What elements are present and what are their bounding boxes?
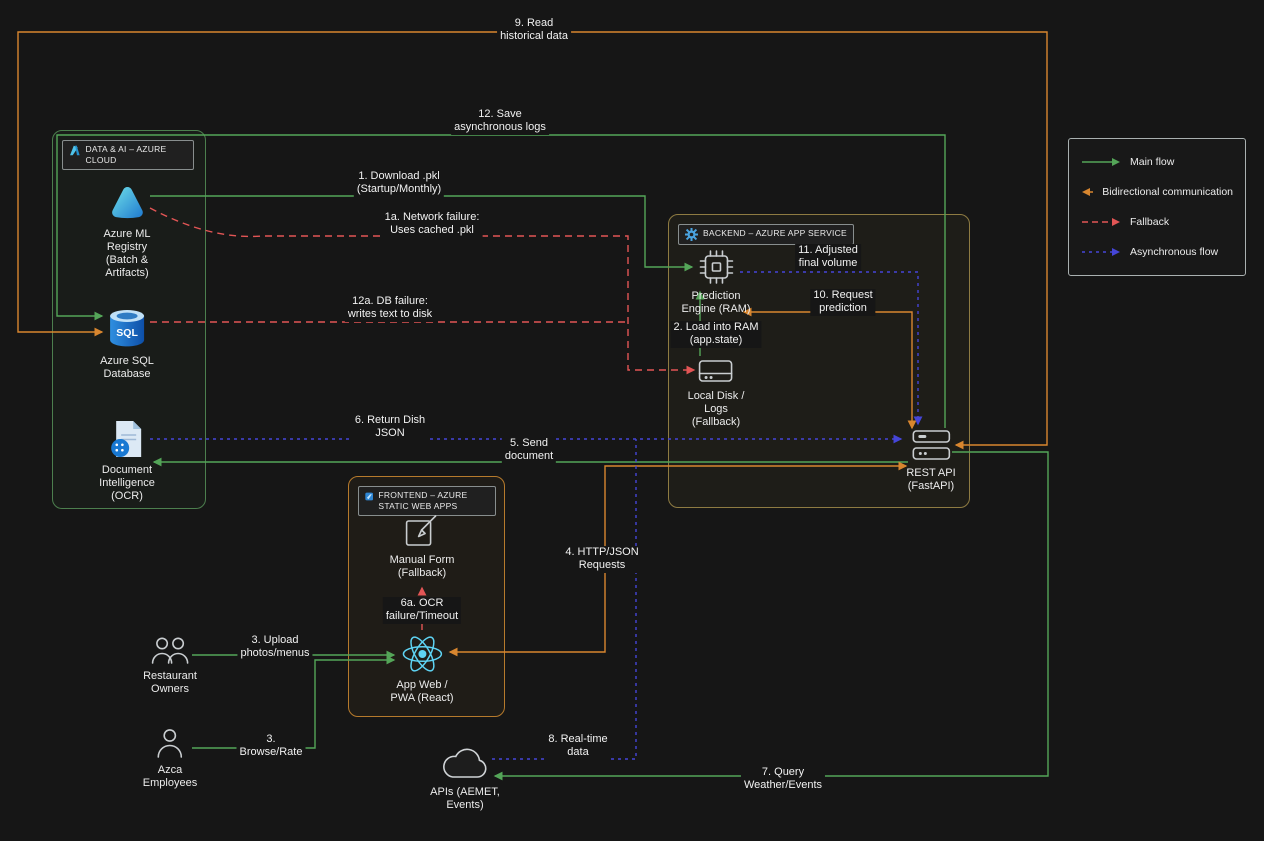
actor-label: APIs (AEMET, Events) [430, 786, 500, 811]
react-icon [402, 636, 442, 672]
actor-external-apis: APIs (AEMET, Events) [430, 747, 500, 812]
node-manual-form: Manual Form (Fallback) [389, 511, 455, 580]
backend-header: BACKEND – AZURE APP SERVICE [678, 224, 854, 245]
flow-label-1a: 1a. Network failure: Uses cached .pkl [381, 211, 483, 238]
form-pencil-icon [406, 515, 437, 546]
flow-label-9: 9. Read historical data [497, 17, 571, 44]
legend-label: Main flow [1130, 156, 1175, 168]
node-prediction-engine: Prediction Engine (RAM) [681, 249, 751, 316]
legend-label: Bidirectional communication [1102, 186, 1233, 198]
gear-icon [685, 228, 698, 241]
disk-icon [699, 360, 733, 382]
flow-line-1a-network-failure [149, 207, 696, 375]
node-label: REST API (FastAPI) [906, 467, 956, 492]
legend-label: Fallback [1130, 216, 1170, 228]
actor-label: Restaurant Owners [143, 670, 197, 695]
legend-arrow-bidirectional-icon [1082, 188, 1094, 196]
node-rest-api: REST API (FastAPI) [906, 429, 956, 493]
node-label: Azure ML Registry (Batch & Artifacts) [103, 228, 151, 279]
flow-label-6: 6. Return Dish JSON [351, 414, 429, 441]
flow-label-7: 7. Query Weather/Events [740, 766, 826, 793]
flow-label-12: 12. Save asynchronous logs [451, 108, 549, 135]
flow-label-1: 1. Download .pkl (Startup/Monthly) [353, 170, 445, 197]
flow-label-5: 5. Send document [501, 437, 557, 464]
node-label: App Web / PWA (React) [390, 679, 454, 704]
svg-text:SQL: SQL [116, 327, 138, 339]
flow-label-3b: 3. Browse/Rate [236, 733, 306, 760]
web-app-icon [365, 492, 374, 501]
cloud-icon [442, 748, 487, 778]
server-stack-icon [912, 430, 950, 460]
legend-arrow-async-icon [1082, 248, 1120, 256]
chip-icon [699, 250, 733, 284]
actor-label: Azca Employees [142, 764, 198, 789]
data-ai-header: DATA & AI – AZURE CLOUD [62, 140, 194, 171]
flow-line-11-adjusted-volume [740, 271, 923, 426]
node-label: Document Intelligence (OCR) [99, 464, 155, 502]
azure-ml-icon [111, 187, 143, 219]
legend-item-async: Asynchronous flow [1081, 246, 1233, 258]
flow-label-10: 10. Request prediction [810, 289, 876, 316]
sql-database-icon: SQL [110, 310, 144, 347]
flow-line-10-request-prediction [742, 307, 917, 430]
flow-line-9-read-historical [17, 31, 1048, 450]
legend-arrow-fallback-icon [1082, 218, 1120, 226]
azure-logo-icon [70, 145, 80, 156]
document-intelligence-icon [111, 421, 141, 457]
flow-label-6a: 6a. OCR failure/Timeout [382, 597, 462, 624]
flow-label-2: 2. Load into RAM (app.state) [670, 321, 762, 348]
legend-arrow-main-icon [1082, 158, 1120, 166]
node-react-app: App Web / PWA (React) [390, 634, 454, 705]
container-title: BACKEND – AZURE APP SERVICE [703, 228, 847, 238]
node-label: Manual Form (Fallback) [389, 554, 455, 579]
container-title: DATA & AI – AZURE CLOUD [85, 144, 167, 166]
node-label: Azure SQL Database [100, 355, 154, 380]
flow-line-4-http-json [448, 461, 908, 657]
flow-line-8-realtime-data [492, 439, 637, 760]
flow-label-3: 3. Upload photos/menus [237, 634, 313, 661]
flow-line-7-query-weather [493, 451, 1049, 781]
legend-item-main-flow: Main flow [1081, 156, 1233, 168]
flow-label-12a: 12a. DB failure: writes text to disk [344, 295, 436, 322]
flow-label-8: 8. Real-time data [545, 733, 611, 760]
flow-label-11: 11. Adjusted final volume [795, 244, 861, 271]
actor-restaurant-owners: Restaurant Owners [143, 635, 197, 696]
node-azure-sql: SQL Azure SQL Database [100, 308, 154, 381]
legend: Main flow Bidirectional communication Fa… [1068, 138, 1246, 276]
node-local-disk: Local Disk / Logs (Fallback) [687, 357, 745, 429]
flow-line-12-save-logs [56, 134, 946, 428]
flow-label-4: 4. HTTP/JSON Requests [562, 546, 642, 573]
legend-item-fallback: Fallback [1081, 216, 1233, 228]
node-label: Local Disk / Logs (Fallback) [687, 390, 745, 428]
node-azure-ml: Azure ML Registry (Batch & Artifacts) [103, 183, 151, 280]
node-document-intelligence: Document Intelligence (OCR) [99, 419, 155, 503]
actor-azca-employees: Azca Employees [143, 727, 197, 790]
legend-item-bidirectional: Bidirectional communication [1081, 186, 1233, 198]
legend-label: Asynchronous flow [1130, 246, 1219, 258]
people-icon [151, 637, 189, 664]
person-icon [157, 729, 183, 758]
node-label: Prediction Engine (RAM) [681, 290, 751, 315]
